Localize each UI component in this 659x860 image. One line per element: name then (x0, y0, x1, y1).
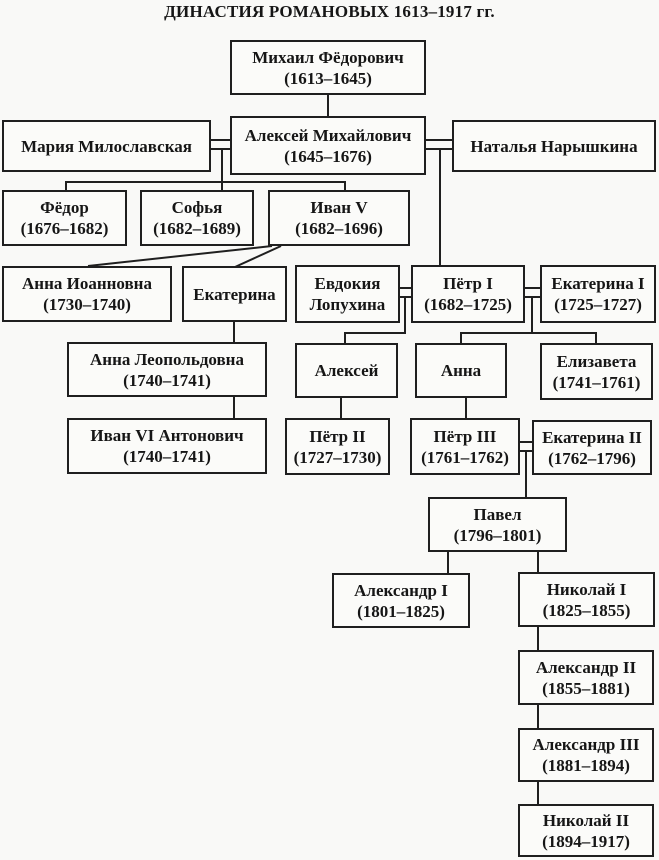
person-name: Николай I (546, 579, 627, 599)
marriage-maria-aleksey (211, 139, 230, 150)
person-years: (1682–1725) (424, 295, 512, 314)
edge-ivan5-ekaterina (234, 245, 282, 268)
person-name: Мария Милославская (21, 136, 192, 156)
person-years: (1881–1894) (542, 756, 630, 775)
person-aleksandr-i: Александр I (1801–1825) (332, 573, 470, 628)
person-fyodor: Фёдор (1676–1682) (2, 190, 127, 246)
person-name: Наталья Нарышкина (470, 136, 638, 156)
person-natalya-naryshkina: Наталья Нарышкина (452, 120, 656, 172)
person-ivan-vi-antonovich: Иван VI Антонович (1740–1741) (67, 418, 267, 474)
person-years: (1682–1696) (295, 219, 383, 238)
marriage-petr1-ekaterina1 (525, 287, 540, 298)
person-years: (1645–1676) (284, 146, 372, 166)
person-years: (1730–1740) (43, 295, 131, 314)
person-name: Евдокия Лопухина (309, 274, 386, 314)
person-nikolay-i: Николай I (1825–1855) (518, 572, 655, 627)
person-years: (1761–1762) (421, 447, 509, 467)
person-ivan-v: Иван V (1682–1696) (268, 190, 410, 246)
diagram-title: ДИНАСТИЯ РОМАНОВЫХ 1613–1917 гг. (164, 2, 495, 21)
person-petr-i: Пётр I (1682–1725) (411, 265, 525, 323)
person-years: (1855–1881) (542, 678, 630, 698)
person-name: Пётр II (309, 426, 366, 446)
marriage-evdokia-petr1 (400, 287, 411, 298)
person-name: Анна (440, 361, 482, 380)
person-ekaterina-ii: Екатерина II (1762–1796) (532, 420, 652, 475)
person-name: Екатерина (193, 284, 276, 304)
marriage-petr3-ekaterina2 (520, 441, 532, 452)
person-name: Павел (473, 504, 522, 524)
person-years: (1727–1730) (293, 447, 382, 467)
person-aleksey-petrovich: Алексей (295, 343, 398, 398)
person-years: (1801–1825) (357, 601, 445, 621)
person-years: (1676–1682) (20, 219, 109, 238)
person-nikolay-ii: Николай II (1894–1917) (518, 804, 654, 857)
person-petr-ii: Пётр II (1727–1730) (285, 418, 390, 475)
person-name: Пётр III (433, 426, 497, 446)
person-maria-miloslavskaya: Мария Милославская (2, 120, 211, 172)
descent-line-group (65, 95, 597, 804)
person-petr-iii: Пётр III (1761–1762) (410, 418, 520, 475)
edge-children-rail-petr1 (460, 332, 597, 343)
person-aleksandr-iii: Александр III (1881–1894) (518, 728, 654, 782)
person-ekaterina-i: Екатерина I (1725–1727) (540, 265, 656, 323)
person-name: Александр II (535, 657, 637, 677)
person-name: Софья (171, 198, 223, 217)
person-name: Михаил Фёдорович (252, 47, 404, 67)
person-years: (1741–1761) (552, 372, 641, 392)
person-name: Пётр I (443, 274, 493, 293)
person-name: Алексей Михайлович (244, 125, 412, 145)
person-name: Екатерина II (542, 427, 642, 447)
person-years: (1613–1645) (284, 68, 372, 88)
person-years: (1682–1689) (153, 219, 241, 238)
person-pavel: Павел (1796–1801) (428, 497, 567, 552)
person-anna-petrovna: Анна (415, 343, 507, 398)
person-years: (1825–1855) (542, 600, 631, 620)
person-name: Алексей (314, 361, 379, 380)
person-name: Иван VI Антонович (90, 426, 244, 445)
person-mikhail-fyodorovich: Михаил Фёдорович (1613–1645) (230, 40, 426, 95)
person-name: Анна Иоанновна (22, 274, 152, 293)
person-aleksandr-ii: Александр II (1855–1881) (518, 650, 654, 705)
person-anna-leopoldovna: Анна Леопольдовна (1740–1741) (67, 342, 267, 397)
marriage-aleksey-natalya (426, 139, 452, 150)
person-evdokia-lopukhina: Евдокия Лопухина (295, 265, 400, 323)
person-name: Елизавета (556, 351, 637, 371)
person-name: Фёдор (40, 198, 89, 217)
person-name: Александр I (354, 580, 448, 600)
edge-evdokia-marriage-to-aleksey-p (344, 296, 406, 343)
person-elizaveta: Елизавета (1741–1761) (540, 343, 653, 400)
person-ekaterina-ivanovna: Екатерина (182, 266, 287, 322)
person-sofya: Софья (1682–1689) (140, 190, 254, 246)
person-name: Иван V (310, 198, 368, 217)
marriage-line-group (211, 139, 540, 452)
person-years: (1894–1917) (542, 831, 630, 851)
edge-ivan5-anna-ioannovna (87, 245, 273, 267)
person-aleksey-mikhailovich: Алексей Михайлович (1645–1676) (230, 116, 426, 175)
person-name: Николай II (542, 810, 630, 830)
person-years: (1725–1727) (554, 295, 642, 314)
person-years: (1796–1801) (453, 525, 542, 545)
person-years: (1740–1741) (123, 447, 211, 466)
person-name: Анна Леопольдовна (90, 349, 244, 369)
person-anna-ioannovna: Анна Иоанновна (1730–1740) (2, 266, 172, 322)
person-name: Екатерина I (551, 274, 645, 293)
person-years: (1740–1741) (123, 370, 211, 390)
person-name: Александр III (532, 735, 640, 754)
person-years: (1762–1796) (548, 448, 636, 468)
